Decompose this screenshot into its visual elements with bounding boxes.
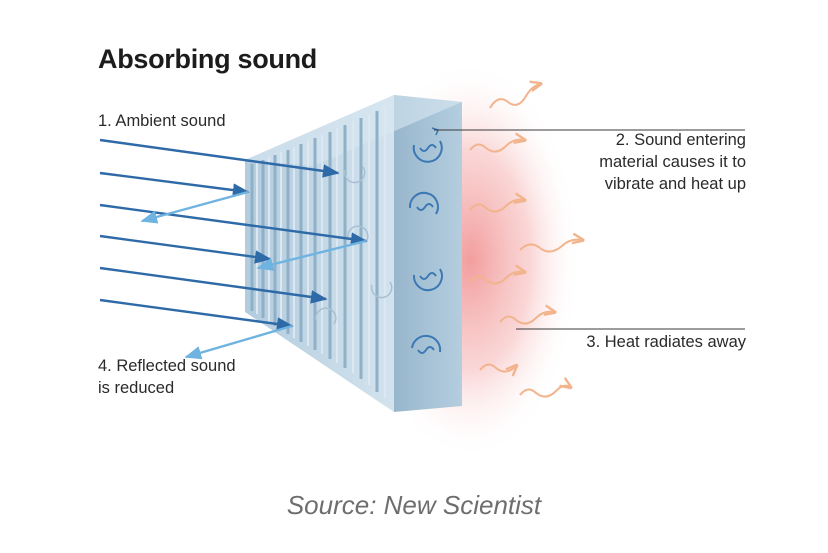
heat-waves [469,84,582,398]
absorber-panel [245,95,462,412]
incoming-arrow-6 [99,298,294,331]
label-heat-radiates: 3. Heat radiates away [586,333,746,351]
reflected-sound-arrows [140,190,367,360]
reflected-arrow-3 [184,324,293,360]
incoming-arrow-2 [99,171,250,197]
label-sound-entering: 2. Sound entering material causes it to … [599,131,746,193]
source-caption: Source: New Scientist [286,490,542,520]
vibration-swirl-2 [408,191,439,215]
incoming-arrow-1 [99,138,340,178]
ghost-swirls [315,166,393,325]
label-ambient-sound: 1. Ambient sound [98,112,226,130]
diagram-title: Absorbing sound [98,44,317,74]
incoming-arrow-5 [99,266,328,304]
panel-front-face [394,95,462,412]
label-reflected-sound: 4. Reflected sound is reduced [98,357,236,397]
vibration-swirl-4 [411,334,442,354]
vibration-swirl-3 [412,268,443,292]
leader-lines [434,129,745,330]
reflected-arrow-1 [140,190,249,224]
reflected-arrow-2 [256,239,367,271]
incoming-arrow-4 [99,234,272,264]
